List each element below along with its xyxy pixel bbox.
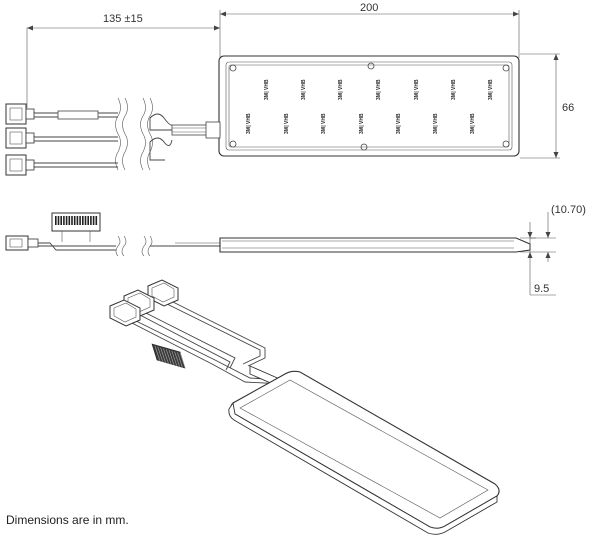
max-height-dimension: (10.70) (520, 204, 586, 262)
svg-text:3M: 3M (301, 93, 307, 100)
svg-text:VHB: VHB (284, 113, 290, 124)
svg-text:VHB: VHB (321, 113, 327, 124)
svg-text:3M: 3M (414, 93, 420, 100)
cable-length-label: 135 ±15 (103, 13, 143, 25)
svg-text:3M: 3M (264, 93, 270, 100)
svg-text:VHB: VHB (338, 79, 344, 90)
top-view: 135 ±15 200 66 3M VHB 3M VHB 3M VHB 3M VHB 3M VHB… (5, 2, 574, 176)
svg-text:VHB: VHB (451, 79, 457, 90)
break-line-left (115, 97, 121, 171)
svg-text:3M: 3M (488, 93, 494, 100)
svg-text:3M: 3M (396, 127, 402, 134)
tape-patch: 3M VHB (488, 79, 494, 100)
tape-patch: 3M VHB (396, 113, 402, 134)
antenna-body-outline (218, 55, 520, 157)
connectors-top (5, 103, 35, 176)
side-connector (5, 235, 29, 251)
body-height-label: 9.5 (534, 283, 549, 295)
svg-text:VHB: VHB (246, 113, 252, 124)
svg-text:VHB: VHB (376, 79, 382, 90)
tape-patch: 3M VHB (414, 79, 420, 100)
tape-strip-teeth (55, 216, 98, 225)
svg-text:VHB: VHB (396, 113, 402, 124)
mounting-holes (229, 62, 510, 151)
svg-text:VHB: VHB (470, 113, 476, 124)
svg-text:3M: 3M (376, 93, 382, 100)
tape-patch: 3M VHB (264, 79, 270, 100)
tape-patch: 3M VHB (338, 79, 344, 100)
svg-text:3M: 3M (359, 127, 365, 134)
body-profile (219, 237, 531, 253)
svg-text:3M: 3M (321, 127, 327, 134)
tape-patch: 3M VHB (301, 79, 307, 100)
svg-text:3M: 3M (246, 127, 252, 134)
side-view: (10.70) 9.5 (5, 204, 586, 296)
svg-text:VHB: VHB (301, 79, 307, 90)
body-height-dimension: 9.5 (527, 222, 556, 296)
svg-text:VHB: VHB (433, 113, 439, 124)
isometric-view (109, 279, 500, 535)
svg-text:3M: 3M (470, 127, 476, 134)
antenna-body-inner (225, 61, 513, 151)
body-length-label: 200 (360, 2, 378, 14)
svg-text:VHB: VHB (264, 79, 270, 90)
cable-length-dimension: 135 ±15 (27, 13, 220, 31)
tape-patch: 3M VHB (470, 113, 476, 134)
svg-text:3M: 3M (284, 127, 290, 134)
cables-top (34, 110, 172, 168)
tape-patch: 3M VHB (246, 113, 252, 134)
svg-text:VHB: VHB (414, 79, 420, 90)
tape-patch: 3M VHB (359, 113, 365, 134)
svg-text:3M: 3M (433, 127, 439, 134)
svg-text:VHB: VHB (359, 113, 365, 124)
max-height-label: (10.70) (551, 204, 586, 216)
tape-patch: 3M VHB (376, 79, 382, 100)
body-width-dimension: 66 (553, 54, 574, 158)
tape-patch: 3M VHB (433, 113, 439, 134)
cable-exit (149, 113, 221, 161)
tape-patch-row-lower: 3M VHB 3M VHB 3M VHB 3M VHB 3M VHB 3M VHB 3M VHB (246, 113, 476, 134)
iso-tape-strip (151, 343, 186, 369)
svg-text:3M: 3M (451, 93, 457, 100)
tape-patch-row-upper: 3M VHB 3M VHB 3M VHB 3M VHB 3M VHB 3M VHB 3M VHB (264, 79, 494, 100)
svg-text:3M: 3M (338, 93, 344, 100)
iso-antenna-body (228, 370, 500, 535)
tape-patch: 3M VHB (451, 79, 457, 100)
tape-patch: 3M VHB (284, 113, 290, 134)
iso-connectors (109, 279, 179, 327)
svg-text:VHB: VHB (488, 79, 494, 90)
body-length-dimension: 200 (220, 2, 519, 17)
dimensions-footnote: Dimensions are in mm. (6, 513, 129, 527)
break-line-right (140, 97, 146, 171)
tape-patch: 3M VHB (321, 113, 327, 134)
body-width-label: 66 (562, 102, 574, 114)
